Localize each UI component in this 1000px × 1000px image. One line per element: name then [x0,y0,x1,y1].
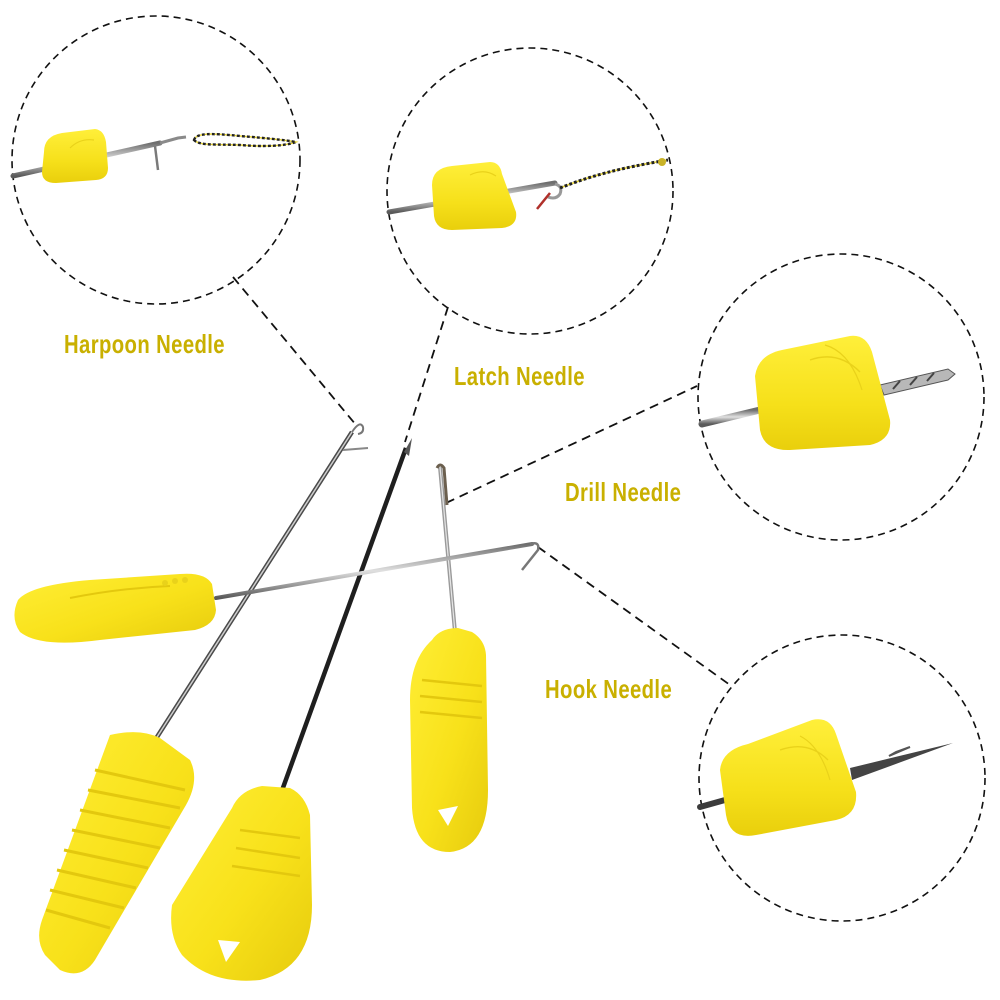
hook-leader-line [537,546,731,686]
drill-leader-line [445,385,698,504]
drill-detail [698,335,956,451]
drill-needle-tool [410,463,488,852]
latch-needle-label: Latch Needle [454,361,585,391]
drill-callout-circle [697,253,985,541]
latch-callout-circle [386,47,674,335]
callout-circles [11,15,986,922]
harpoon-callout-circle [11,15,301,305]
latch-needle-tool [171,438,412,981]
latch-leader-line [404,306,449,443]
hook-callout-circle [698,634,986,922]
hook-detail [697,719,953,836]
latch-detail [386,158,669,230]
harpoon-needle-label: Harpoon Needle [64,329,225,359]
hook-needle-label: Hook Needle [545,674,673,704]
harpoon-leader-line [232,276,357,426]
hook-needle-tool [14,542,540,643]
leader-lines [232,276,731,686]
drill-needle-label: Drill Needle [565,477,682,507]
harpoon-detail [10,129,301,183]
